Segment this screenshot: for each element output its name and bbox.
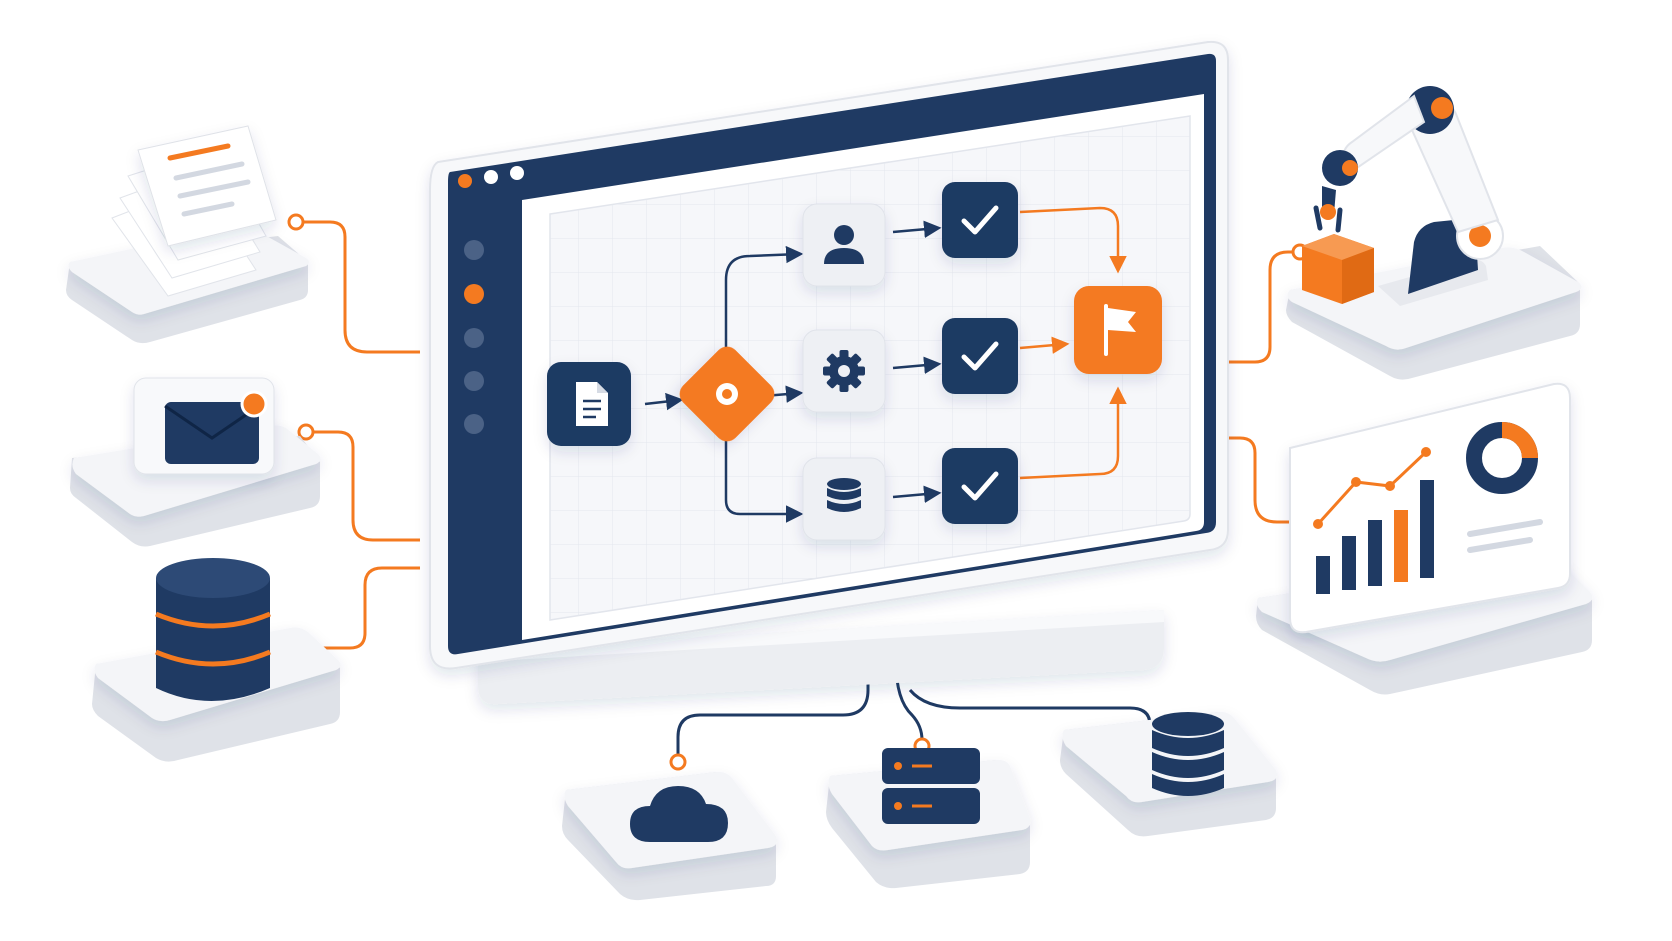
- connector-cloud: [676, 662, 870, 758]
- donut-chart-icon: [1466, 422, 1538, 494]
- sidebar-nav-dot[interactable]: [464, 414, 484, 434]
- storage-module: [1060, 711, 1277, 837]
- connector-storage: [908, 688, 1152, 732]
- check-icon: [961, 471, 999, 501]
- trend-line-icon: [1313, 447, 1431, 529]
- connector-email: [306, 430, 420, 542]
- robot-platform: [1287, 247, 1582, 350]
- monitor-stand-top: [478, 610, 1164, 662]
- connector-node-documents: [287, 213, 305, 231]
- connector-database: [311, 566, 420, 650]
- connector-documents: [296, 220, 420, 354]
- flag-icon: [1104, 304, 1136, 356]
- email-module: [70, 377, 321, 547]
- database-icon: [827, 478, 861, 512]
- notification-badge: [240, 390, 268, 418]
- database-module: [92, 558, 341, 762]
- approval-check-node[interactable]: [942, 182, 1018, 258]
- sidebar-nav-dot[interactable]: [464, 328, 484, 348]
- robotic-arm-icon: [1302, 86, 1504, 306]
- robot-module: [1286, 86, 1582, 380]
- cloud-icon: [630, 786, 728, 842]
- gear-icon: [823, 350, 865, 392]
- connector-dashboard: [1214, 436, 1295, 524]
- process-check-node[interactable]: [942, 318, 1018, 394]
- analytics-dashboard-icon: [1313, 422, 1543, 594]
- sidebar-nav-dot[interactable]: [464, 371, 484, 391]
- window-close-dot[interactable]: [458, 174, 472, 188]
- dashboard-module: [1256, 382, 1593, 695]
- email-icon: [164, 390, 268, 464]
- check-icon: [961, 205, 999, 235]
- workflow-end-node[interactable]: [1074, 286, 1162, 374]
- sidebar-nav-dot-active[interactable]: [464, 284, 484, 304]
- monitor-stand: [478, 610, 1164, 705]
- monitor: [429, 40, 1229, 705]
- window-minimize-dot[interactable]: [484, 170, 498, 184]
- automation-task-node[interactable]: [802, 329, 886, 413]
- decision-node[interactable]: [675, 342, 780, 447]
- database-cylinder-icon: [155, 558, 271, 701]
- stacked-documents-icon: [111, 125, 277, 297]
- server-rack-icon: [882, 748, 980, 824]
- database-stack-icon: [1152, 712, 1224, 796]
- server-module: [826, 748, 1031, 889]
- user-icon: [824, 225, 864, 264]
- connector-node-email: [297, 423, 315, 441]
- bar-chart-icon: [1316, 480, 1434, 594]
- text-lines: [1467, 519, 1543, 553]
- data-check-node[interactable]: [942, 448, 1018, 524]
- user-task-node[interactable]: [802, 203, 886, 287]
- package-box: [1302, 234, 1374, 304]
- flow-edges: [644, 206, 1127, 523]
- document-icon: [576, 382, 608, 426]
- cloud-module: [562, 771, 777, 901]
- workflow-diagram: [547, 182, 1162, 541]
- window-maximize-dot[interactable]: [510, 166, 524, 180]
- data-task-node[interactable]: [802, 457, 886, 541]
- check-icon: [961, 341, 999, 371]
- sidebar-nav-dot[interactable]: [464, 240, 484, 260]
- workflow-start-node[interactable]: [547, 362, 631, 446]
- documents-module: [66, 125, 310, 344]
- connector-robot: [1214, 250, 1300, 364]
- connector-node-cloud: [669, 753, 687, 771]
